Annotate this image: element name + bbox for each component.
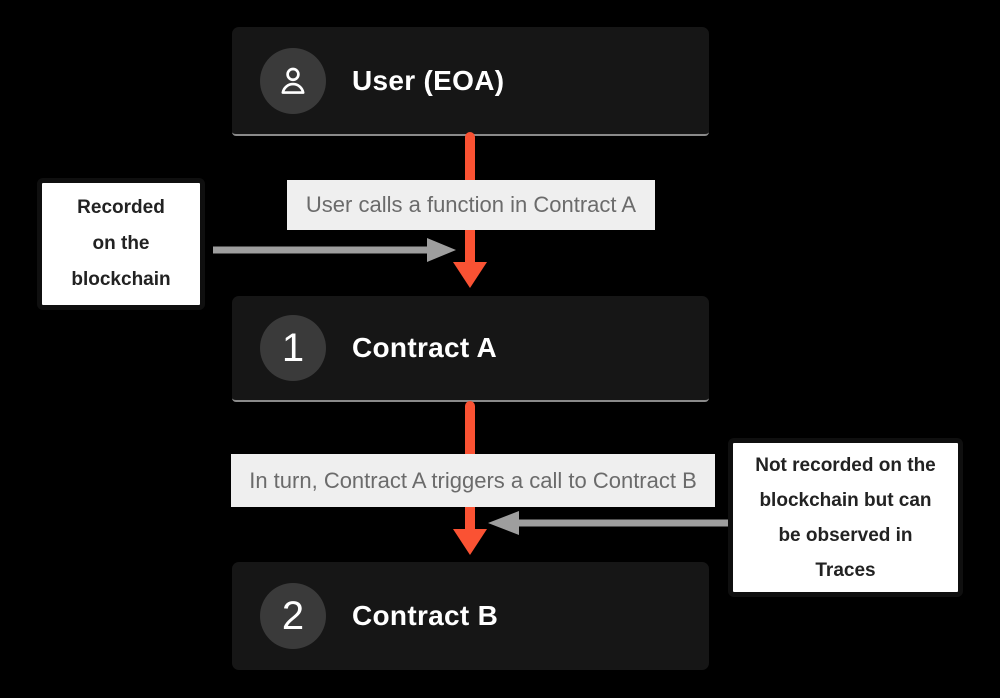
note-line: Not recorded on the bbox=[755, 454, 936, 476]
note-line: blockchain but can bbox=[759, 489, 932, 511]
node-contract-b: 2 Contract B bbox=[232, 562, 709, 670]
user-icon bbox=[260, 47, 326, 114]
flow-label-user-call: User calls a function in Contract A bbox=[287, 180, 655, 230]
note-line: Recorded bbox=[77, 197, 165, 218]
node-title-contract-b: Contract B bbox=[352, 600, 499, 631]
note-line: on the bbox=[92, 233, 150, 254]
left-note-pointer-arrow bbox=[213, 238, 456, 262]
note-line: Traces bbox=[815, 559, 876, 581]
node-title-contract-a: Contract A bbox=[352, 332, 498, 363]
note-recorded-on-blockchain: Recorded on the blockchain bbox=[37, 178, 205, 310]
node-contract-a: 1 Contract A bbox=[232, 296, 709, 402]
node-title-user: User (EOA) bbox=[352, 64, 505, 96]
note-line: be observed in bbox=[778, 524, 913, 546]
note-line: blockchain bbox=[71, 269, 171, 290]
flow-label-contract-call: In turn, Contract A triggers a call to C… bbox=[231, 454, 715, 507]
step-1-badge: 1 bbox=[260, 315, 326, 381]
right-note-pointer-arrow bbox=[488, 511, 729, 535]
note-not-recorded-traces: Not recorded on the blockchain but can b… bbox=[728, 438, 963, 597]
step-2-badge: 2 bbox=[260, 583, 326, 649]
